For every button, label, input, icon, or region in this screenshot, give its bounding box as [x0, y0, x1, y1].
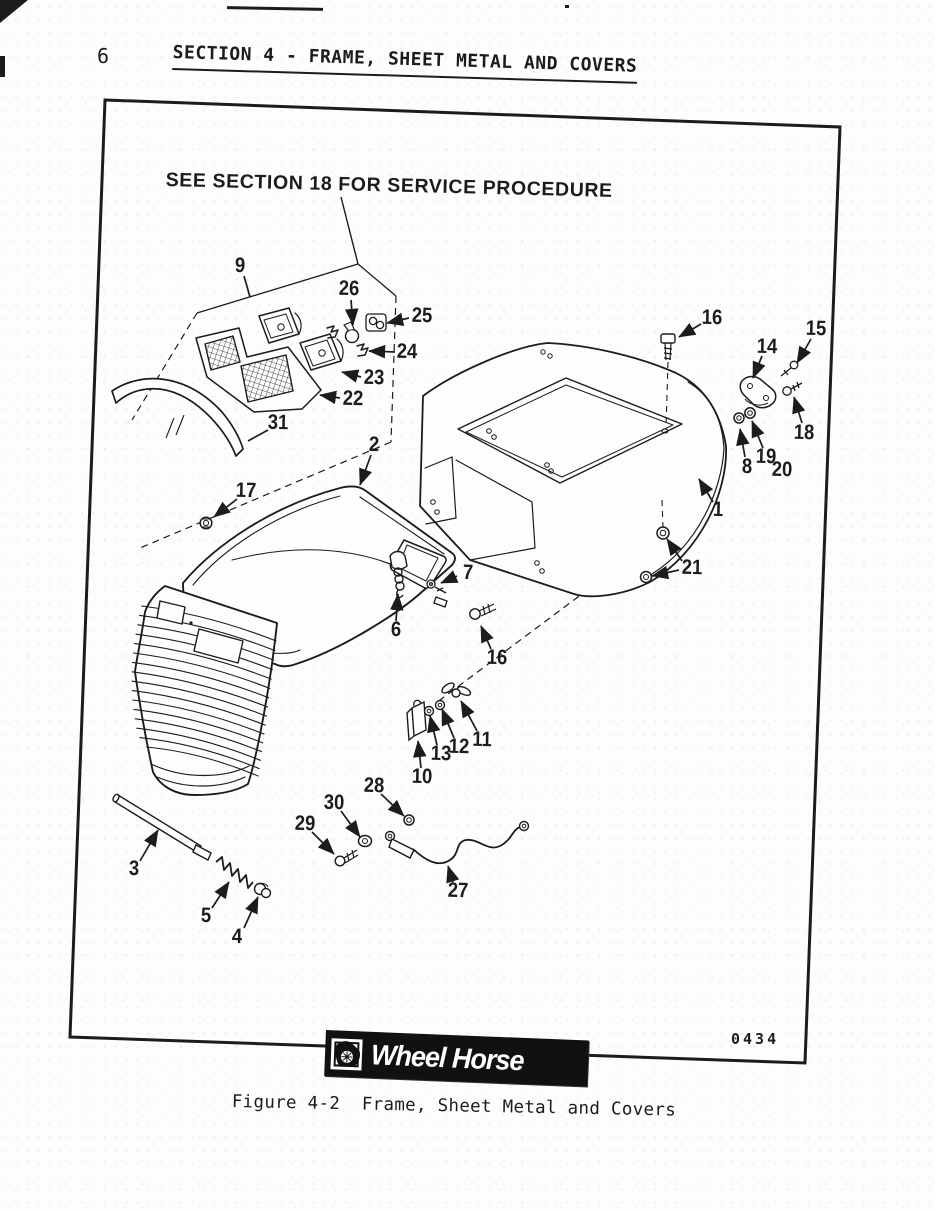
logo-wordmark: Wheel Horse [370, 1038, 525, 1077]
part-label-11: 11 [471, 727, 493, 752]
nut-8 [733, 412, 745, 424]
rod-3 [112, 793, 212, 861]
part-label-16: 16 [486, 645, 508, 670]
scan-artifact [0, 56, 5, 77]
part-label-29: 29 [294, 811, 316, 836]
hood [131, 485, 456, 796]
part-label-27: 27 [447, 878, 469, 903]
part-label-28: 28 [363, 773, 385, 798]
drawing-code: 0434 [731, 1030, 780, 1048]
screw-18 [782, 381, 803, 396]
headlight-housing [299, 333, 344, 371]
grille-louvers [131, 605, 277, 777]
part-label-22: 22 [342, 386, 364, 411]
headlight-lens [240, 354, 294, 403]
part-label-3: 3 [128, 856, 140, 881]
part-label-24: 24 [396, 339, 418, 364]
headlight-housing [258, 307, 302, 344]
clip [326, 325, 339, 339]
part-label-4: 4 [231, 924, 243, 949]
part-label-17: 17 [235, 478, 257, 503]
part-label-26: 26 [338, 276, 360, 301]
nut-17 [199, 516, 213, 530]
washer-12 [434, 699, 446, 711]
cable-27 [384, 820, 530, 865]
socket-25 [365, 313, 387, 332]
washer-13 [423, 705, 435, 717]
clip-24 [356, 343, 369, 357]
part-label-15: 15 [805, 316, 827, 341]
part-label-30: 30 [323, 790, 345, 815]
part-label-5: 5 [200, 903, 212, 928]
plate-14 [739, 375, 777, 409]
part-label-16: 16 [701, 305, 723, 330]
part-label-12: 12 [448, 734, 470, 759]
horse-head-icon [330, 1037, 363, 1070]
part-label-20: 20 [771, 457, 793, 482]
headlight-lens [204, 335, 241, 371]
figure-border [68, 98, 842, 1065]
nut-28 [403, 814, 415, 826]
bulb-26 [343, 321, 360, 344]
screw-7 [426, 579, 448, 608]
scan-artifact [565, 5, 569, 8]
nut-19-20 [744, 407, 756, 419]
part-label-9: 9 [234, 253, 246, 278]
wing-nut-11 [441, 682, 472, 698]
screw-15 [780, 360, 799, 377]
bolt-16-right [660, 333, 676, 528]
part-label-1: 1 [712, 497, 724, 522]
part-label-10: 10 [411, 764, 433, 789]
part-label-7: 7 [462, 560, 474, 585]
part-label-2: 2 [368, 432, 380, 457]
fender-seat-pan [419, 342, 727, 598]
part-label-21: 21 [681, 555, 703, 580]
bolt-16-lower [469, 603, 497, 620]
callout-leaders [139, 275, 812, 929]
spring-5 [215, 856, 254, 889]
part-label-13: 13 [430, 741, 452, 766]
part-label-25: 25 [411, 303, 433, 328]
part-label-14: 14 [756, 334, 778, 359]
trim-31 [111, 377, 244, 457]
bracket-10 [406, 699, 427, 742]
screw-29 [334, 849, 359, 867]
page-number: 6 [97, 44, 110, 68]
hood-latch-6 [389, 550, 408, 598]
part-label-18: 18 [793, 420, 815, 445]
wheel-horse-logo: Wheel Horse [324, 1030, 589, 1087]
washer-30 [357, 834, 373, 848]
clip-4 [253, 882, 272, 899]
part-label-8: 8 [741, 454, 753, 479]
part-label-6: 6 [390, 617, 402, 642]
headlight-assembly [195, 307, 387, 413]
part-label-23: 23 [363, 365, 385, 390]
part-label-31: 31 [267, 410, 289, 435]
